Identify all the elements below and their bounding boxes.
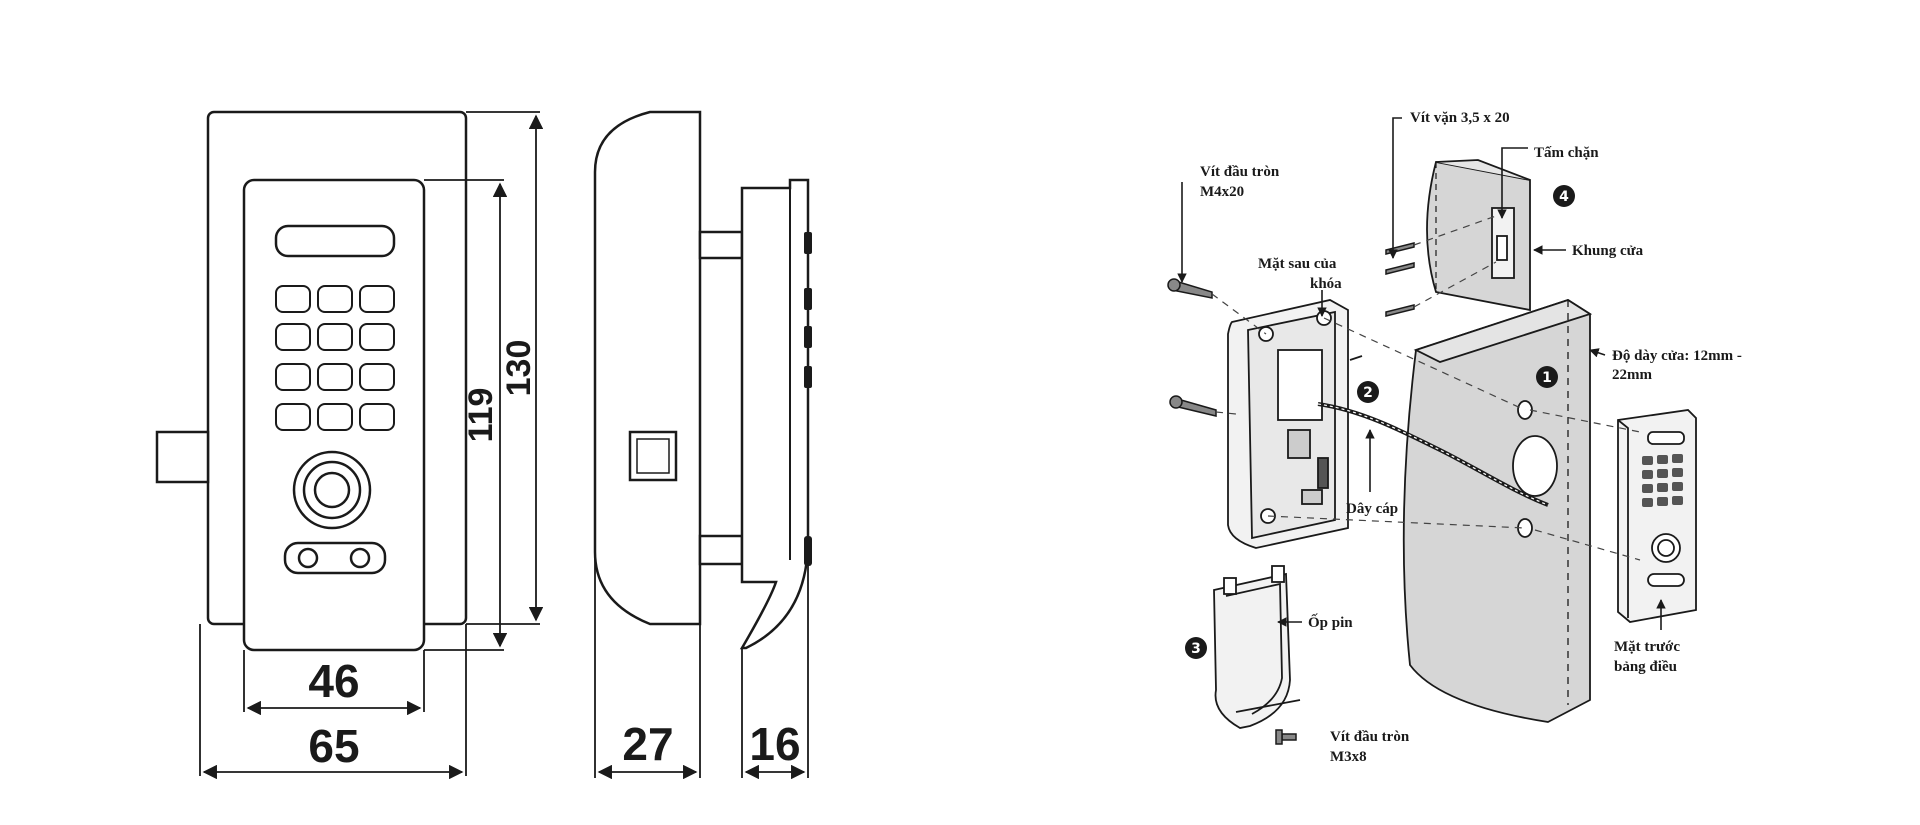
side-body-outline	[593, 110, 702, 626]
front-panel-exploded	[1617, 409, 1697, 623]
step-4-marker	[1553, 185, 1575, 207]
dim-depth-front: 16	[749, 718, 800, 770]
dim-width-keypad: 46	[308, 655, 359, 707]
dim-height-keypad: 119	[462, 388, 500, 443]
door-slab	[1402, 299, 1593, 723]
svg-text:2: 2	[1363, 385, 1373, 401]
svg-text:4: 4	[1559, 189, 1569, 205]
fingerprint-reader	[292, 450, 372, 530]
label-front-panel-1: Mặt trước	[1614, 639, 1680, 655]
label-round-screw-m4-2: M4x20	[1200, 184, 1244, 200]
screw-m3	[1281, 733, 1297, 741]
side-front-panel	[739, 178, 810, 650]
step-markers: 1 2 3 4	[1185, 185, 1575, 659]
exploded-keypad	[1642, 454, 1683, 507]
side-view	[593, 110, 812, 650]
bottom-button-bar	[283, 541, 387, 575]
label-round-screw-m3-2: M3x8	[1330, 749, 1367, 765]
svg-text:1: 1	[1542, 370, 1552, 386]
door-center-hole	[1512, 435, 1558, 497]
step-1-marker	[1536, 366, 1558, 388]
label-cable: Dây cáp	[1346, 501, 1398, 517]
dim-width-total: 65	[308, 720, 359, 772]
side-key-bumps	[804, 232, 812, 566]
keypad-panel-outline	[242, 178, 426, 652]
label-door-thickness-1: Độ dày cửa: 12mm -	[1612, 348, 1742, 364]
label-round-screw-m4-1: Vít đầu tròn	[1200, 164, 1280, 180]
label-back-face-2: khóa	[1310, 276, 1342, 292]
side-post-bottom	[698, 534, 744, 566]
label-screw-3-5x20: Vít vặn 3,5 x 20	[1410, 110, 1510, 126]
svg-text:3: 3	[1191, 641, 1201, 657]
label-back-face-1: Mặt sau của	[1258, 256, 1337, 272]
alignment-lines	[1211, 215, 1641, 561]
bolt	[155, 430, 210, 484]
label-front-panel-2: bảng điều	[1614, 659, 1677, 675]
assembly-labels: Vít vặn 3,5 x 20 Tấm chặn Vít đầu tròn M…	[1200, 110, 1742, 765]
side-post-top	[698, 230, 744, 260]
display-window	[274, 224, 396, 258]
label-stopper-plate: Tấm chặn	[1534, 145, 1599, 161]
label-door-thickness-2: 22mm	[1612, 367, 1652, 383]
back-housing	[1227, 299, 1363, 549]
door-frame-block	[1426, 159, 1531, 312]
label-round-screw-m3-1: Vít đầu tròn	[1330, 729, 1410, 745]
step-3-marker	[1185, 637, 1207, 659]
label-battery-cover: Ốp pin	[1308, 613, 1353, 631]
dim-depth-body: 27	[622, 718, 673, 770]
keypad-grid	[275, 285, 395, 431]
label-door-frame: Khung cửa	[1572, 243, 1644, 259]
side-dimensions	[594, 400, 809, 780]
cable	[1317, 402, 1549, 507]
battery-cover	[1213, 565, 1301, 729]
front-view	[155, 110, 468, 652]
dim-height-total: 130	[500, 340, 538, 397]
front-dimensions	[199, 111, 544, 780]
step-2-marker	[1357, 381, 1379, 403]
callout-leaders	[1177, 117, 1666, 630]
